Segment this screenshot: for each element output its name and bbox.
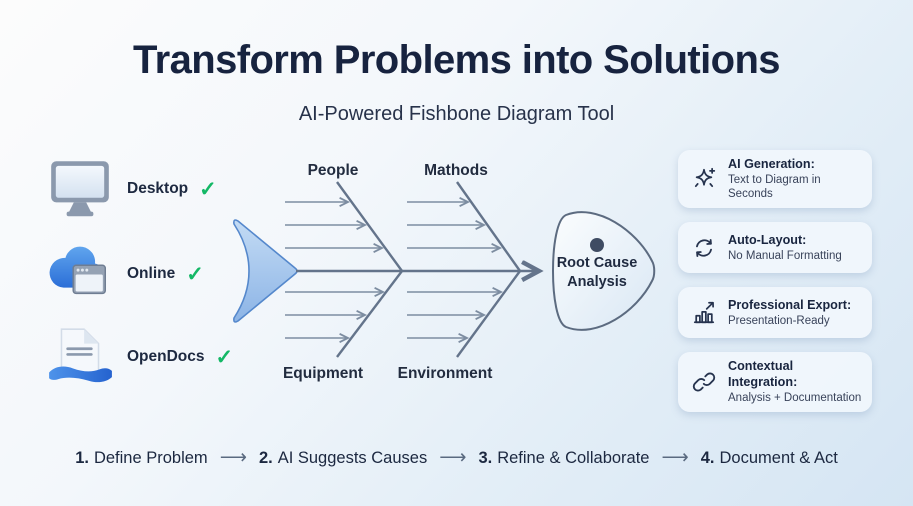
document-wave-icon — [49, 328, 112, 383]
step-number: 1. — [75, 449, 89, 467]
step-label: Document & Act — [719, 449, 838, 467]
workflow-steps: 1.Define Problem ⟶ 2.AI Suggests Causes … — [0, 447, 913, 470]
cause-arrows-equipment — [285, 292, 383, 338]
step-label: AI Suggests Causes — [277, 449, 428, 467]
platform-row-online: Online ✓ — [45, 241, 204, 307]
step-arrow-icon: ⟶ — [219, 447, 247, 468]
feature-subtitle: Analysis + Documentation — [728, 391, 862, 404]
feature-subtitle: Presentation-Ready — [728, 314, 830, 327]
branch-label-mathods: Mathods — [424, 162, 488, 179]
sparkles-icon — [694, 168, 716, 188]
feature-card-list: AI Generation: Text to Diagram in Second… — [678, 150, 872, 426]
fish-eye — [590, 238, 604, 252]
check-icon: ✓ — [215, 345, 234, 369]
check-icon: ✓ — [186, 262, 204, 286]
feature-card-contextual-integration: Contextual Integration: Analysis + Docum… — [678, 352, 872, 413]
step-item-2: 2.AI Suggests Causes — [259, 449, 427, 468]
platform-label: OpenDocs — [127, 348, 205, 365]
head-label-line2: Analysis — [567, 274, 627, 290]
branch-line-environment — [456, 270, 521, 358]
fish-tail — [233, 219, 298, 323]
branch-label-people: People — [308, 162, 359, 179]
monitor-icon — [51, 161, 109, 217]
step-item-1: 1.Define Problem — [75, 449, 208, 468]
branch-label-equipment: Equipment — [283, 365, 363, 382]
feature-title: AI Generation: — [728, 157, 815, 171]
platform-row-desktop: Desktop ✓ — [45, 156, 217, 222]
feature-subtitle: No Manual Formatting — [728, 249, 842, 262]
feature-title: Auto-Layout: — [728, 232, 807, 247]
step-label: Refine & Collaborate — [497, 449, 650, 467]
cause-arrows-people — [285, 202, 382, 248]
step-arrow-icon: ⟶ — [439, 447, 467, 468]
platform-label: Desktop — [127, 180, 189, 197]
step-number: 4. — [700, 449, 715, 467]
branch-label-environment: Environment — [398, 365, 493, 382]
cause-arrows-environment — [407, 292, 501, 338]
fishbone-diagram: Root Cause Analysis People Mathods Equip… — [233, 162, 656, 382]
fish-head — [552, 211, 656, 331]
page-title: Transform Problems into Solutions — [133, 38, 781, 82]
cause-arrows-mathods — [407, 202, 500, 248]
step-item-4: 4.Document & Act — [701, 449, 838, 468]
feature-title: Contextual Integration: — [728, 359, 798, 390]
step-number: 2. — [258, 449, 273, 467]
page-subtitle: AI-Powered Fishbone Diagram Tool — [298, 103, 615, 125]
branch-line-equipment — [336, 270, 403, 358]
feature-card-ai-generation: AI Generation: Text to Diagram in Second… — [678, 150, 872, 209]
feature-card-professional-export: Professional Export: Presentation-Ready — [678, 287, 872, 339]
feature-subtitle: Text to Diagram in Seconds — [728, 173, 821, 201]
step-item-3: 3.Refine & Collaborate — [478, 449, 649, 468]
branch-line-people — [336, 181, 403, 272]
platform-label: Online — [127, 265, 176, 282]
step-number: 3. — [478, 449, 493, 467]
branch-line-mathods — [456, 181, 521, 272]
step-arrow-icon: ⟶ — [661, 447, 689, 468]
head-label-line1: Root Cause — [557, 255, 638, 271]
link-icon — [692, 372, 716, 392]
sync-icon — [696, 239, 712, 257]
feature-title: Professional Export: — [728, 297, 852, 312]
feature-card-auto-layout: Auto-Layout: No Manual Formatting — [678, 222, 872, 274]
cloud-browser-icon — [49, 246, 107, 295]
chart-export-icon — [693, 301, 715, 324]
step-label: Define Problem — [93, 449, 208, 467]
check-icon: ✓ — [199, 177, 217, 201]
platform-row-opendocs: OpenDocs ✓ — [45, 324, 233, 390]
